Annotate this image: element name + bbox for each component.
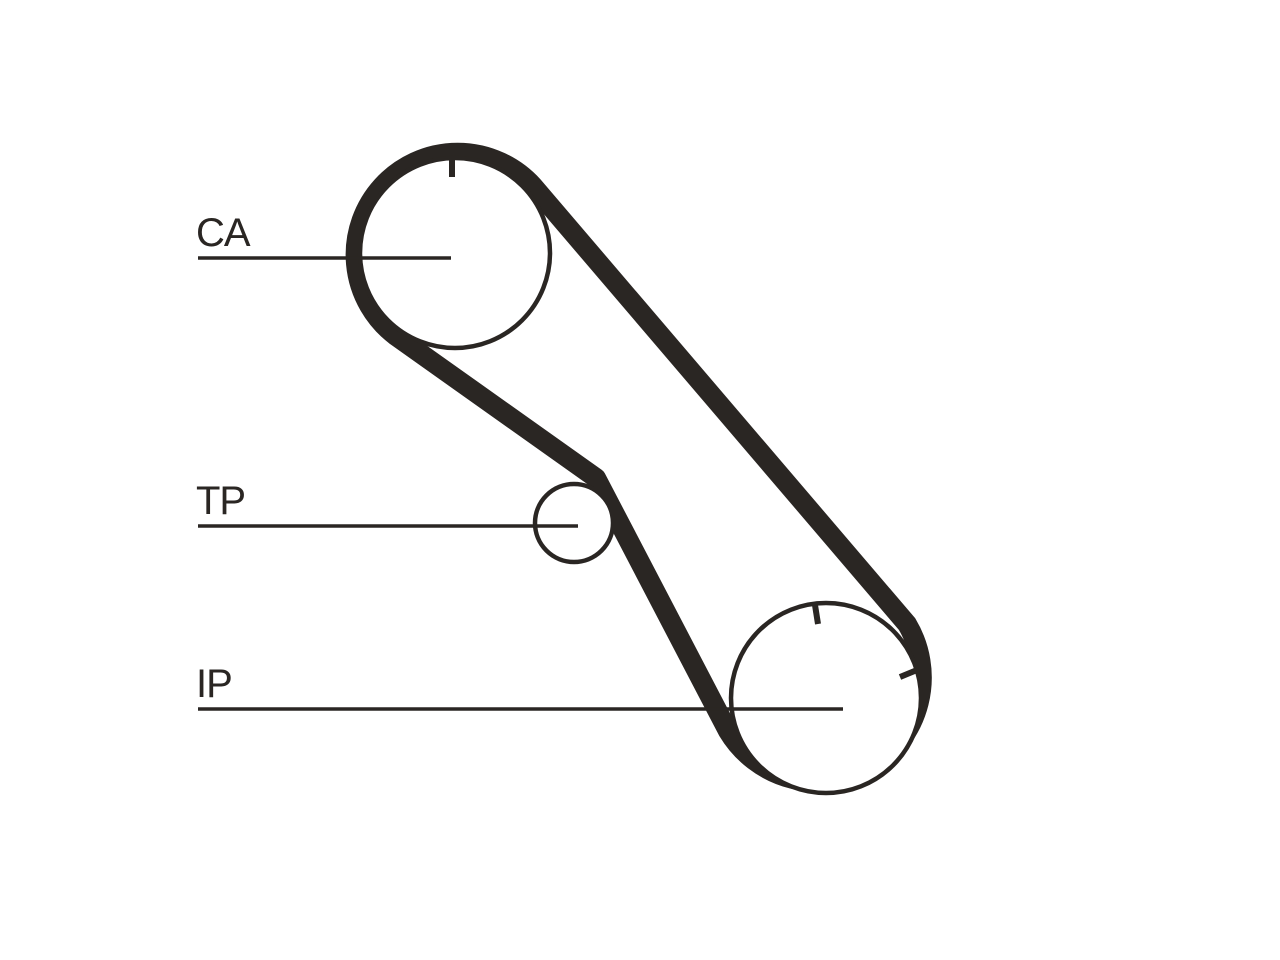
crankshaft-timing-mark-right <box>898 667 919 680</box>
ca-label: CA <box>196 211 251 255</box>
crankshaft-timing-mark-top <box>812 604 821 625</box>
tp-label: TP <box>196 479 245 523</box>
ip-label: IP <box>196 662 232 706</box>
camshaft-pulley <box>357 155 553 351</box>
tensioner-pulley <box>532 481 616 565</box>
crankshaft-pulley <box>728 600 924 796</box>
